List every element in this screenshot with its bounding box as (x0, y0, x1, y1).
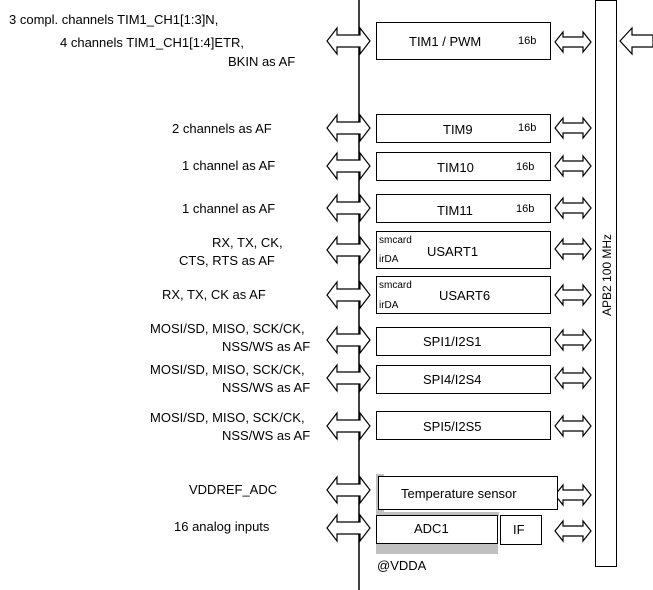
apb2-inbound-arrow (619, 26, 653, 56)
tim10-block: TIM10 16b (376, 152, 551, 181)
signal-label-spi1-line1: MOSI/SD, MISO, SCK/CK, (150, 321, 305, 336)
pin-arrow-spi1 (326, 326, 371, 354)
adc1-block: ADC1 (376, 515, 498, 544)
bit-width: 16b (518, 35, 537, 47)
usart1-block: smcard irDA USART1 (376, 231, 551, 269)
block-name: TIM10 (437, 160, 474, 175)
bus-arrow-spi5 (554, 415, 592, 437)
signal-label-spi5-line1: MOSI/SD, MISO, SCK/CK, (150, 410, 305, 425)
bit-width: 16b (516, 161, 535, 173)
bus-arrow-temp (554, 484, 592, 506)
signal-label-spi4-line1: MOSI/SD, MISO, SCK/CK, (150, 362, 305, 377)
pin-arrow-tim11 (326, 194, 371, 222)
signal-label-usart1-line1: RX, TX, CK, (212, 235, 283, 250)
irda-label: irDA (379, 254, 399, 265)
signal-label-analog-inputs: 16 analog inputs (174, 519, 270, 534)
block-name: IF (513, 522, 525, 537)
smcard-label: smcard (379, 235, 412, 246)
block-name: USART1 (427, 244, 479, 259)
bus-arrow-tim1 (554, 31, 592, 53)
pin-arrow-tim9 (326, 114, 371, 142)
signal-label-tim1-line2: 4 channels TIM1_CH1[1:4]ETR, (60, 35, 245, 50)
signal-label-spi4-line2: NSS/WS as AF (222, 380, 311, 395)
signal-label-usart1-line2: CTS, RTS as AF (179, 253, 275, 268)
block-name: TIM11 (437, 203, 473, 218)
signal-label-tim1-line3: BKIN as AF (228, 54, 296, 69)
vdda-label: @VDDA (377, 558, 427, 573)
signal-label-vddref-adc: VDDREF_ADC (189, 482, 278, 497)
bus-arrow-tim9 (554, 117, 592, 139)
adc1-shadow-bottom (376, 544, 498, 554)
block-name: TIM1 / PWM (409, 34, 482, 49)
spi4-i2s4-block: SPI4/I2S4 (376, 365, 551, 394)
tim11-block: TIM11 16b (376, 194, 551, 223)
temperature-sensor-block: Temperature sensor (378, 476, 558, 510)
bit-width: 16b (518, 122, 537, 134)
signal-label-tim9: 2 channels as AF (172, 121, 272, 136)
spi1-i2s1-block: SPI1/I2S1 (376, 327, 551, 356)
bus-arrow-tim11 (554, 197, 592, 219)
block-name: TIM9 (443, 122, 473, 137)
pin-arrow-tim10 (326, 152, 371, 180)
bus-arrow-spi1 (554, 329, 592, 351)
pin-arrow-tim1 (326, 27, 371, 55)
adc1-shadow-top (376, 512, 499, 516)
bus-arrow-usart1 (554, 238, 592, 260)
signal-label-spi1-line2: NSS/WS as AF (222, 339, 311, 354)
spi5-i2s5-block: SPI5/I2S5 (376, 411, 551, 440)
bus-arrow-usart6 (554, 284, 592, 306)
bus-arrow-spi4 (554, 367, 592, 389)
pin-arrow-temp (326, 476, 371, 504)
adc-interface-block: IF (500, 515, 542, 545)
bus-arrow-tim10 (554, 155, 592, 177)
block-name: SPI4/I2S4 (423, 372, 482, 387)
signal-label-tim10: 1 channel as AF (182, 158, 276, 173)
block-name: USART6 (439, 288, 491, 303)
apb2-bus-label: APB2 100 MHz (600, 233, 614, 316)
bus-arrow-if (554, 520, 592, 542)
block-name: SPI1/I2S1 (423, 334, 482, 349)
block-name: ADC1 (414, 521, 449, 536)
signal-line: 3 compl. channels TIM1_CH1[1:3]N, (9, 12, 219, 27)
smcard-label: smcard (379, 280, 412, 291)
usart6-block: smcard irDA USART6 (376, 276, 551, 314)
block-name: Temperature sensor (401, 486, 517, 501)
pin-arrow-spi5 (326, 412, 371, 440)
pin-arrow-adc (326, 514, 371, 542)
pin-arrow-usart6 (326, 281, 371, 309)
pin-arrow-usart1 (326, 236, 371, 264)
signal-label-spi5-line2: NSS/WS as AF (222, 428, 311, 443)
bit-width: 16b (516, 203, 535, 215)
tim9-block: TIM9 16b (376, 114, 551, 143)
irda-label: irDA (379, 300, 399, 311)
apb2-bus (595, 0, 617, 567)
pin-arrow-spi4 (326, 364, 371, 392)
block-name: SPI5/I2S5 (423, 419, 482, 434)
tim1-pwm-block: TIM1 / PWM 16b (376, 22, 551, 60)
signal-label-tim11: 1 channel as AF (182, 201, 276, 216)
signal-label-usart6: RX, TX, CK as AF (162, 287, 266, 302)
